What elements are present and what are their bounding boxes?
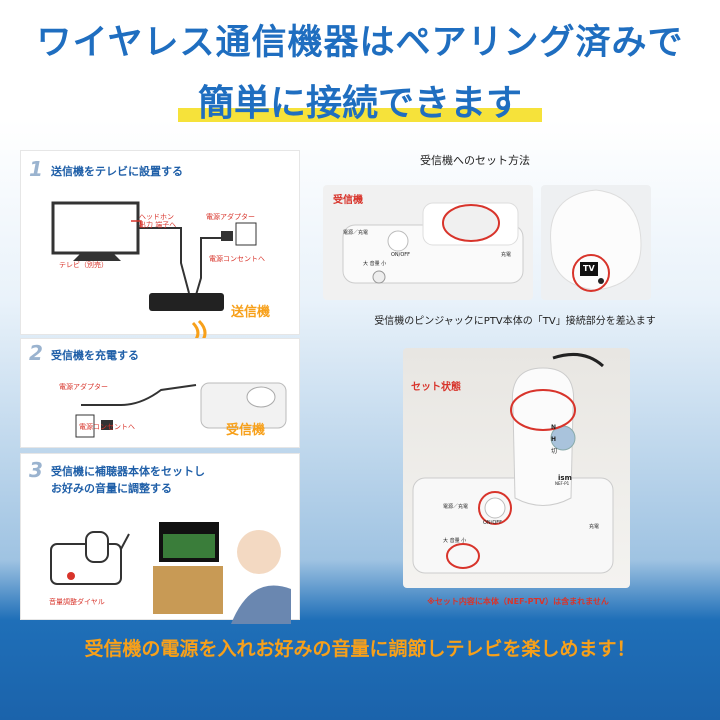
tv-icon — [51, 201, 140, 255]
set-method-title: 受信機へのセット方法 — [420, 154, 530, 167]
step3-illustration — [50, 522, 291, 624]
switch-off-text: 切 — [551, 448, 558, 455]
set-state-drawing — [412, 352, 614, 574]
tv-port-text: TV — [583, 264, 595, 273]
set-state-photo: セット状態 N H 切 ism NEF-P1 電源／充電 ON/OFF 大 音量… — [403, 348, 630, 588]
step1-tv-label: テレビ（別売） — [59, 261, 108, 269]
tv-port-highlight — [572, 254, 610, 292]
switch-highlight — [510, 389, 576, 431]
set-volume-text: 大 音量 小 — [443, 538, 467, 544]
headline-line2: 簡単に接続できます — [197, 83, 522, 124]
tv-cabinet — [153, 566, 223, 614]
step3-panel: 3 受信機に補聴器本体をセットし お好みの音量に調整する 音量調整ダイヤル — [20, 453, 300, 624]
tv-stand — [73, 253, 121, 261]
ptv-unit — [511, 367, 575, 506]
step1-headphone-label: ヘッドホン 出力 端子へ — [139, 213, 177, 230]
step2-device-label: 受信機 — [226, 423, 266, 438]
set-power-text: 電源／充電 — [443, 504, 469, 510]
step1-number: 1 — [29, 157, 43, 181]
adapter-icon — [101, 420, 113, 430]
step2-title: 受信機を充電する — [51, 349, 139, 362]
headline-highlight — [178, 108, 542, 122]
step2-adapter-label: 電源アダプター — [59, 383, 108, 391]
person-body — [231, 585, 291, 624]
step1-outlet-label: 電源コンセントへ — [209, 255, 265, 263]
step2-panel: 2 受信機を充電する 電源アダプター 電源コンセントへ 受信機 — [20, 338, 300, 448]
receiver-photo-label: 受信機 — [333, 195, 363, 206]
switch-h-text: H — [551, 436, 557, 443]
switch-n-text: N — [551, 424, 557, 431]
headphone-arrow — [131, 220, 142, 227]
step3-number: 3 — [29, 458, 43, 482]
step1-panel: 1 送信機をテレビに設置する ヘッドホン 出力 端子へ 電源アダプター テレビ（… — [20, 150, 300, 347]
receiver-photo: 受信機 電源／充電 ON/OFF 大 音量 小 充電 — [323, 185, 533, 300]
step3-title: 受信機に補聴器本体をセットし お好みの音量に調整する — [51, 465, 205, 495]
volume-highlight — [446, 543, 480, 569]
transmitter-icon — [149, 293, 224, 311]
set-onoff-text: ON/OFF — [483, 520, 503, 526]
ptv-device-drawing — [550, 189, 642, 292]
adapter-icon — [221, 231, 233, 241]
ptv-bottom-photo: TV — [541, 185, 651, 300]
charge-cable — [81, 384, 197, 406]
step1-illustration — [51, 201, 257, 311]
receiver-power-text: 電源／充電 — [343, 230, 369, 236]
step2-outlet-label: 電源コンセントへ — [79, 423, 135, 431]
audio-cable — [138, 227, 190, 294]
outlet-icon — [75, 414, 95, 438]
step2-number: 2 — [29, 341, 43, 365]
footer-message: 受信機の電源を入れお好みの音量に調節しテレビを楽しめます！ — [84, 638, 636, 660]
outlet-icon — [235, 222, 257, 246]
step1-adapter-label: 電源アダプター — [206, 213, 255, 221]
step3-dial-label: 音量調整ダイヤル — [49, 598, 105, 606]
step1-device-label: 送信機 — [231, 305, 271, 320]
person-head — [237, 530, 281, 574]
step2-illustration — [75, 382, 287, 438]
set-caption: 受信機のピンジャックにPTV本体の「TV」接続部分を差込ます — [374, 316, 656, 327]
power-cable — [195, 237, 221, 296]
dial-marker — [67, 572, 75, 580]
receiver-base — [412, 477, 614, 574]
onoff-highlight — [478, 491, 512, 525]
cable — [552, 352, 605, 368]
set-note: ※セット内容に本体（NEF-PTV）は含まれません — [427, 597, 609, 606]
headline-line1: ワイヤレス通信機器はペアリング済みで — [36, 23, 684, 63]
brand-text: ism — [558, 474, 572, 482]
headline-line2-wrap: 簡単に接続できます — [0, 74, 720, 126]
set-charge-text: 充電 — [589, 524, 600, 530]
step1-title: 送信機をテレビに設置する — [51, 165, 183, 178]
model-text: NEF-P1 — [555, 481, 570, 486]
pin-jack-highlight — [442, 204, 500, 242]
receiver-charge-text: 充電 — [501, 252, 512, 258]
receiver-onoff-text: ON/OFF — [391, 252, 411, 258]
set-state-label: セット状態 — [411, 382, 461, 393]
receiver-device-drawing — [342, 202, 524, 284]
receiver-volume-text: 大 音量 小 — [363, 261, 387, 267]
